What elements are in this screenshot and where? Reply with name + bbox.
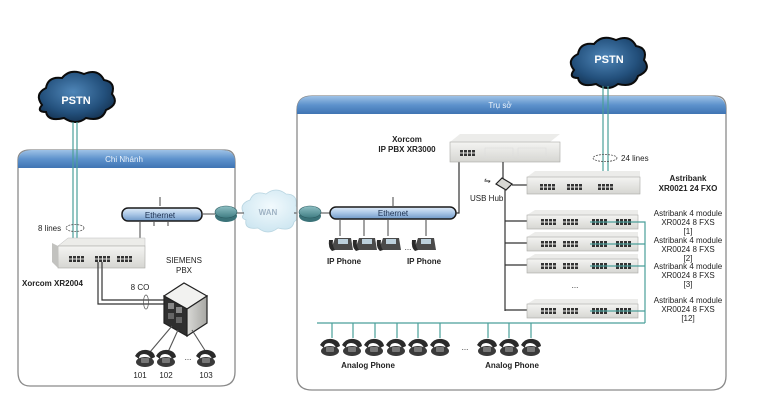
fxs-label-2-b: XR0024 8 FXS: [661, 245, 714, 254]
fxs-label-2-c: [2]: [684, 254, 693, 263]
ext-cable-103: [191, 329, 207, 353]
co-bundle-ring: [143, 294, 149, 310]
ethernet-bus-branch: Ethernet: [121, 207, 203, 222]
fxs-label-1-a: Astribank 4 module: [654, 209, 723, 218]
fxs-label-12-c: [12]: [681, 314, 694, 323]
fxs-module-3: [526, 254, 639, 274]
ext-label-103: 103: [199, 371, 213, 380]
fxs-label-12-a: Astribank 4 module: [654, 296, 723, 305]
ippbx-label-1: Xorcom: [392, 135, 422, 144]
fxs-label-2-a: Astribank 4 module: [654, 236, 723, 245]
fxo-label-2: XR0021 24 FXO: [659, 184, 718, 193]
analog-ellipsis: ...: [462, 343, 469, 352]
hq-header: [297, 96, 726, 114]
usb-hub-icon: [495, 177, 513, 191]
analog-phone-label-2: Analog Phone: [485, 361, 539, 370]
fxs-label-3-b: XR0024 8 FXS: [661, 271, 714, 280]
pstn-label-hq: PSTN: [594, 54, 623, 66]
xorcom-xr2004-device: [52, 237, 146, 269]
branch-header: [18, 150, 235, 168]
pstn-label-branch: PSTN: [61, 95, 90, 107]
ippbx-label-2: IP PBX XR3000: [378, 145, 436, 154]
analog-phone-label-1: Analog Phone: [341, 361, 395, 370]
ext-label-101: 101: [133, 371, 147, 380]
usb-symbol-icon: ⇋: [484, 176, 491, 185]
ippbx-xr3000-device: [449, 134, 561, 163]
router-branch-icon: [214, 205, 238, 222]
fxs-label-1-b: XR0024 8 FXS: [661, 218, 714, 227]
siemens-label-1: SIEMENS: [166, 256, 202, 265]
hq-title: Trụ sở: [488, 101, 512, 110]
fxs-label-1-c: [1]: [684, 227, 693, 236]
ip-phone-label-2: IP Phone: [407, 257, 442, 266]
ext-ellipsis: ...: [185, 353, 192, 362]
ext-label-102: 102: [159, 371, 173, 380]
siemens-pbx-icon: [162, 282, 209, 338]
analog-phones: [320, 323, 541, 356]
ext-cable-101: [149, 325, 173, 353]
lines-bundle-ring-branch: [65, 224, 85, 232]
siemens-label-2: PBX: [176, 266, 193, 275]
co-cable-2: [101, 262, 168, 301]
wan-label: WAN: [259, 208, 278, 217]
lines-bundle-ring-hq: [592, 154, 618, 162]
lines-label-hq: 24 lines: [621, 154, 649, 163]
ip-phone-label-1: IP Phone: [327, 257, 362, 266]
ethernet-bus-hq: Ethernet: [329, 206, 457, 220]
ethernet-label-branch: Ethernet: [145, 211, 176, 220]
lines-label-branch: 8 lines: [38, 224, 61, 233]
pstn-cloud-hq: PSTN: [569, 36, 648, 89]
fxs-module-12: [526, 299, 639, 319]
fxs-label-3-a: Astribank 4 module: [654, 262, 723, 271]
wan-cloud: WAN: [241, 189, 300, 233]
astribank-fxo-device: [526, 171, 641, 195]
ext-cable-102: [167, 329, 179, 353]
ip-phone-ellipsis: ...: [405, 243, 412, 252]
ethernet-label-hq: Ethernet: [378, 209, 409, 218]
fxs-label-12-b: XR0024 8 FXS: [661, 305, 714, 314]
fxs-module-2: [526, 232, 639, 252]
fxs-module-1: [526, 210, 639, 230]
eth-to-ippbx: [456, 160, 460, 214]
usb-hub-label: USB Hub: [470, 194, 504, 203]
fxo-label-1: Astribank: [670, 174, 707, 183]
fxs-label-3-c: [3]: [684, 280, 693, 289]
pstn-cloud-branch: PSTN: [37, 70, 116, 123]
co-label: 8 CO: [131, 283, 150, 292]
router-hq-icon: [298, 205, 322, 222]
co-cable-1: [97, 262, 168, 305]
branch-title: Chi Nhánh: [105, 155, 143, 164]
xr2004-label: Xorcom XR2004: [22, 279, 83, 288]
fxs-out-1: [590, 221, 646, 323]
fxs-ellipsis: ...: [572, 281, 579, 290]
